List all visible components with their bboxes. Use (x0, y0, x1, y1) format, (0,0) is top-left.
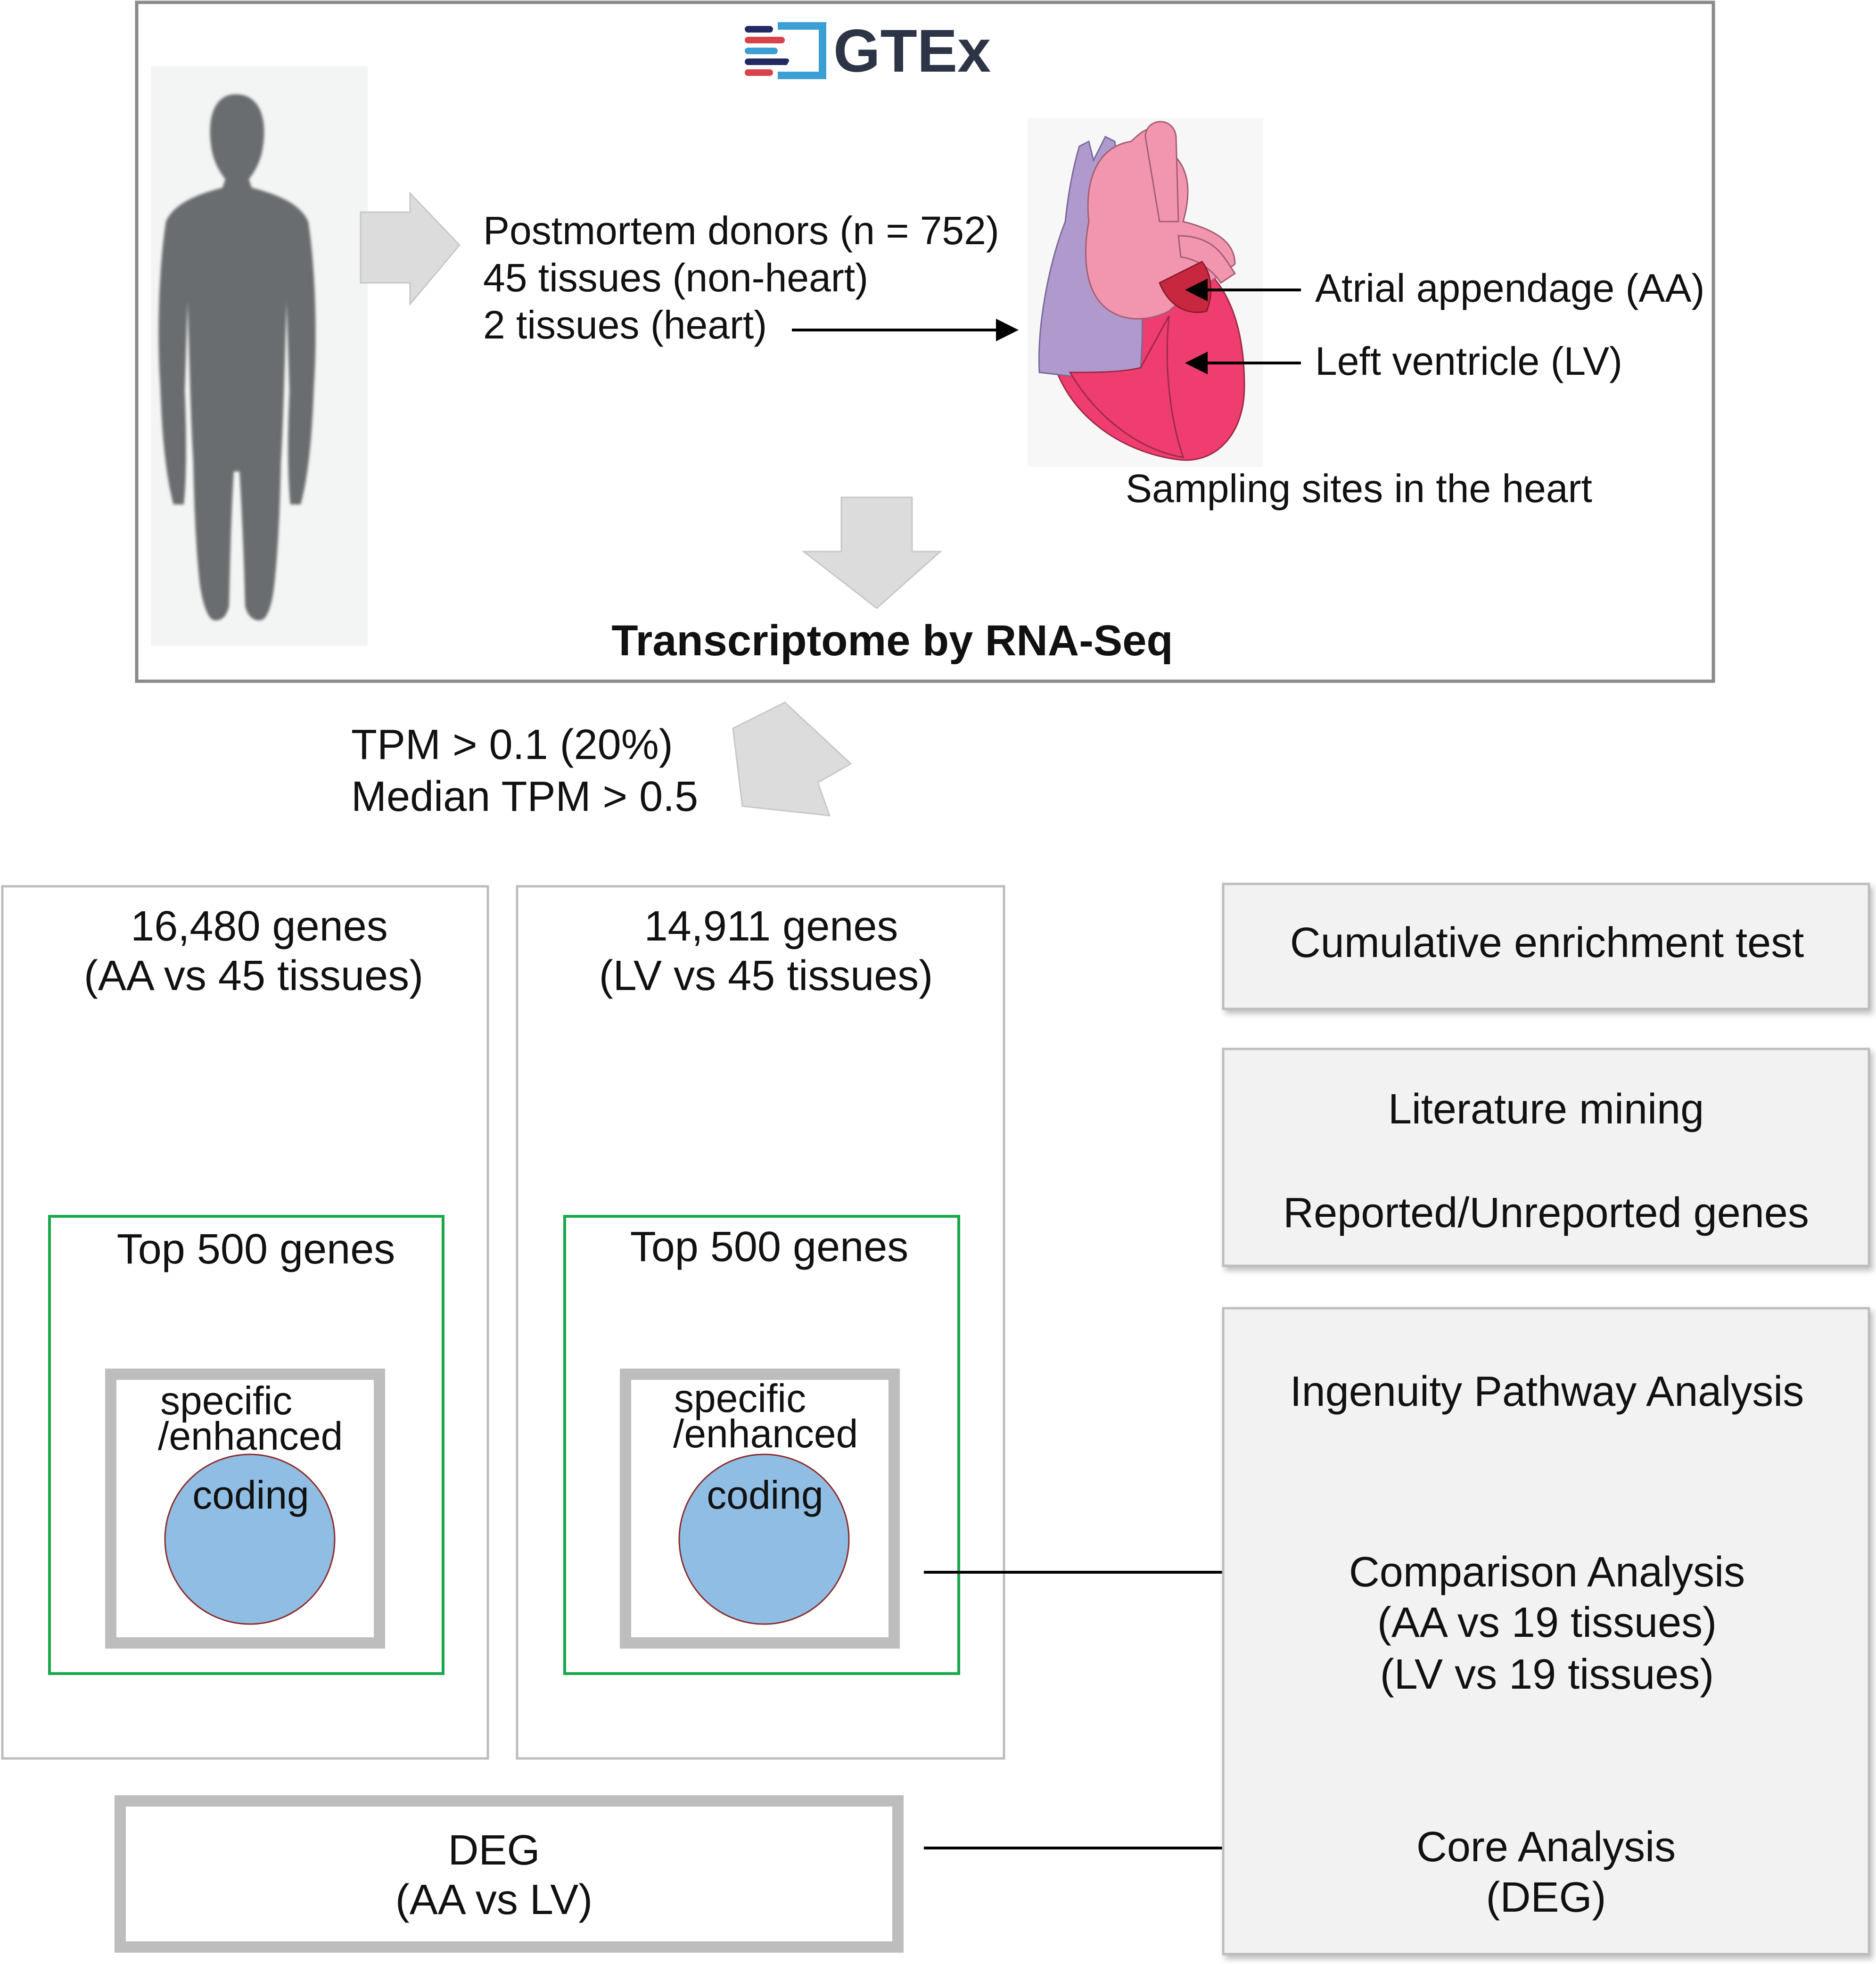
diagonal-flow-arrow (732, 701, 852, 817)
cumulative-enrichment-label: Cumulative enrichment test (1290, 919, 1804, 966)
aa-label: Atrial appendage (AA) (1315, 266, 1705, 310)
literature-mining-box (1222, 1048, 1870, 1267)
lv-coding-circle (678, 1453, 850, 1625)
ipa-box (1222, 1307, 1870, 1956)
lv-vs-19-label: (LV vs 19 tissues) (1380, 1651, 1714, 1698)
aa-coding-circle (164, 1453, 336, 1625)
gtex-logo-text: GTEx (833, 17, 991, 85)
lv-label: Left ventricle (LV) (1315, 339, 1622, 383)
lv-comparison-text: (LV vs 45 tissues) (599, 952, 933, 999)
literature-mining-label: Literature mining (1388, 1086, 1704, 1133)
non-heart-tissues-text: 45 tissues (non-heart) (483, 256, 868, 300)
right-flow-arrow (360, 191, 461, 306)
gtex-logo: GTEx (745, 17, 991, 85)
down-flow-arrow (801, 496, 942, 609)
lv-specific-enhanced-box (620, 1369, 900, 1649)
heart-icon (1028, 118, 1263, 467)
human-silhouette-icon (151, 66, 368, 646)
sampling-sites-caption: Sampling sites in the heart (1126, 466, 1592, 511)
aa-top500-box (48, 1215, 444, 1675)
core-deg-label: (DEG) (1486, 1874, 1606, 1921)
lv-lower-shape (1069, 315, 1185, 458)
gtex-logo-mark (745, 22, 826, 79)
aa-enhanced-label: /enhanced (158, 1414, 343, 1458)
deg-box (115, 1795, 904, 1953)
aa-gene-count: 16,480 genes (131, 903, 388, 950)
aorta-shape (1144, 121, 1179, 223)
aa-specific-label: specific (160, 1378, 292, 1423)
aa-comparison-text: (AA vs 45 tissues) (84, 952, 423, 999)
pulmonary-vessel-shape (1177, 235, 1236, 284)
transcriptome-title: Transcriptome by RNA-Seq (611, 617, 1173, 665)
reported-unreported-label: Reported/Unreported genes (1283, 1189, 1809, 1237)
ipa-title: Ingenuity Pathway Analysis (1290, 1368, 1804, 1415)
donors-count-text: Postmortem donors (n = 752) (483, 208, 999, 253)
cumulative-enrichment-box (1222, 883, 1870, 1010)
aa-genes-panel (1, 885, 489, 1760)
deg-comparison-label: (AA vs LV) (395, 1876, 592, 1923)
lv-top500-box (563, 1215, 960, 1675)
aa-top500-label: Top 500 genes (117, 1226, 395, 1273)
core-analysis-label: Core Analysis (1416, 1824, 1676, 1871)
gtex-panel (135, 0, 1715, 683)
tpm-filter-text: TPM > 0.1 (20%) (351, 721, 673, 768)
deg-label: DEG (448, 1827, 540, 1874)
lv-enhanced-label: /enhanced (673, 1411, 858, 1456)
lv-gene-count: 14,911 genes (644, 903, 898, 950)
lv-genes-panel (516, 885, 1005, 1760)
median-tpm-filter-text: Median TPM > 0.5 (351, 773, 698, 820)
lv-top500-label: Top 500 genes (630, 1223, 909, 1271)
lv-coding-label: coding (707, 1473, 823, 1517)
heart-tissues-text: 2 tissues (heart) (483, 303, 767, 347)
lv-specific-label: specific (674, 1376, 806, 1420)
aa-specific-enhanced-box (105, 1369, 385, 1649)
aa-coding-label: coding (192, 1473, 309, 1517)
aa-vs-19-label: (AA vs 19 tissues) (1377, 1599, 1717, 1646)
comparison-analysis-label: Comparison Analysis (1349, 1549, 1745, 1596)
